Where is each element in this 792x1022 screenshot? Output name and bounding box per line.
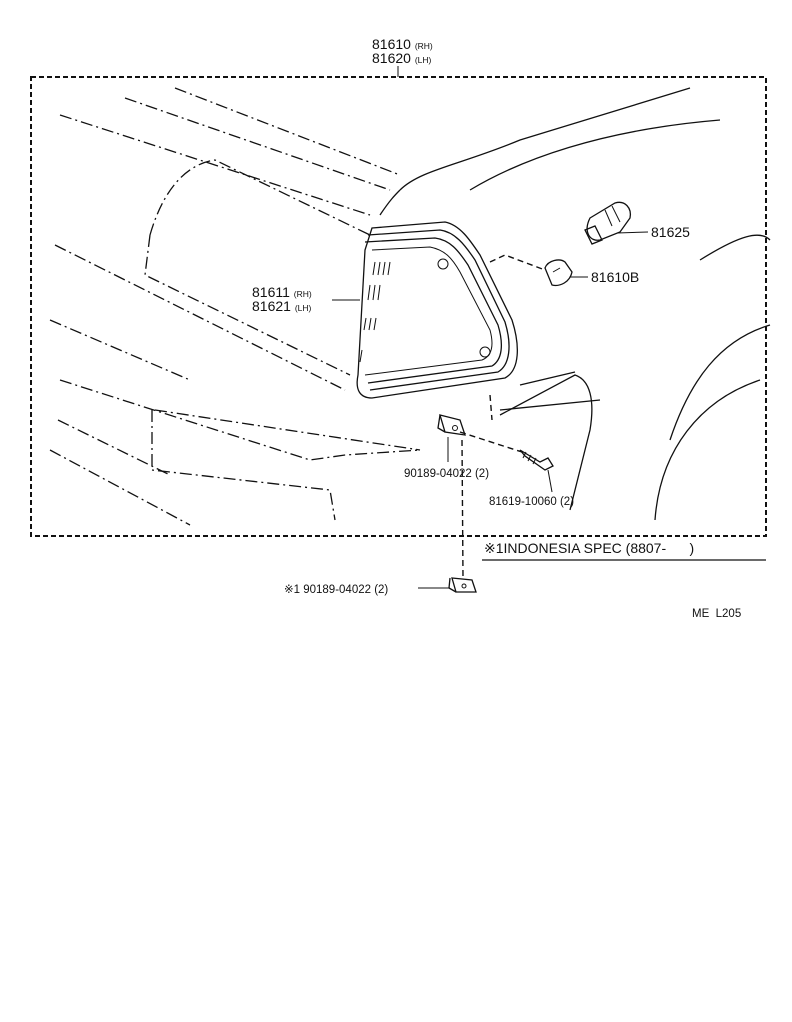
svg-text:81621 (LH): 81621 (LH) xyxy=(252,298,312,314)
spec-note: ※1INDONESIA SPEC (8807- ) xyxy=(484,540,694,556)
side-marker-lamp xyxy=(356,221,518,399)
vehicle-body-outline xyxy=(49,87,771,526)
clip-indonesia xyxy=(448,577,477,593)
bulb-socket xyxy=(584,201,631,245)
assembly-frame xyxy=(30,76,767,537)
leader-lines xyxy=(332,66,649,589)
label-81620: 81620 (LH) xyxy=(372,50,432,66)
clip xyxy=(437,414,466,436)
part-number-clip-note: ※1 90189-04022 (2) xyxy=(284,584,388,596)
side-rh: (RH) xyxy=(294,289,312,299)
side-rh: (RH) xyxy=(415,41,433,51)
bulb xyxy=(544,259,573,287)
side-lh: (LH) xyxy=(415,55,432,65)
page-code: ME L205 xyxy=(692,608,741,620)
screw xyxy=(519,449,554,471)
part-number-81611: 81611 xyxy=(252,284,290,300)
side-lh: (LH) xyxy=(295,303,312,313)
part-number-81610: 81610 xyxy=(372,36,411,52)
part-number-screw: 81619-10060 (2) xyxy=(489,496,574,508)
part-number-81610b: 81610B xyxy=(591,269,639,285)
svg-text:81611 (RH): 81611 (RH) xyxy=(252,284,312,300)
svg-text:81620 (LH): 81620 (LH) xyxy=(372,50,432,66)
label-81621: 81621 (LH) xyxy=(252,298,312,314)
part-number-clip: 90189-04022 (2) xyxy=(404,468,489,480)
part-number-81620: 81620 xyxy=(372,50,411,66)
part-number-81621: 81621 xyxy=(252,298,291,314)
part-number-81625: 81625 xyxy=(651,224,690,240)
label-81611: 81611 (RH) xyxy=(252,284,312,300)
svg-text:81610 (RH): 81610 (RH) xyxy=(372,36,433,52)
label-81610: 81610 (RH) xyxy=(372,36,433,52)
